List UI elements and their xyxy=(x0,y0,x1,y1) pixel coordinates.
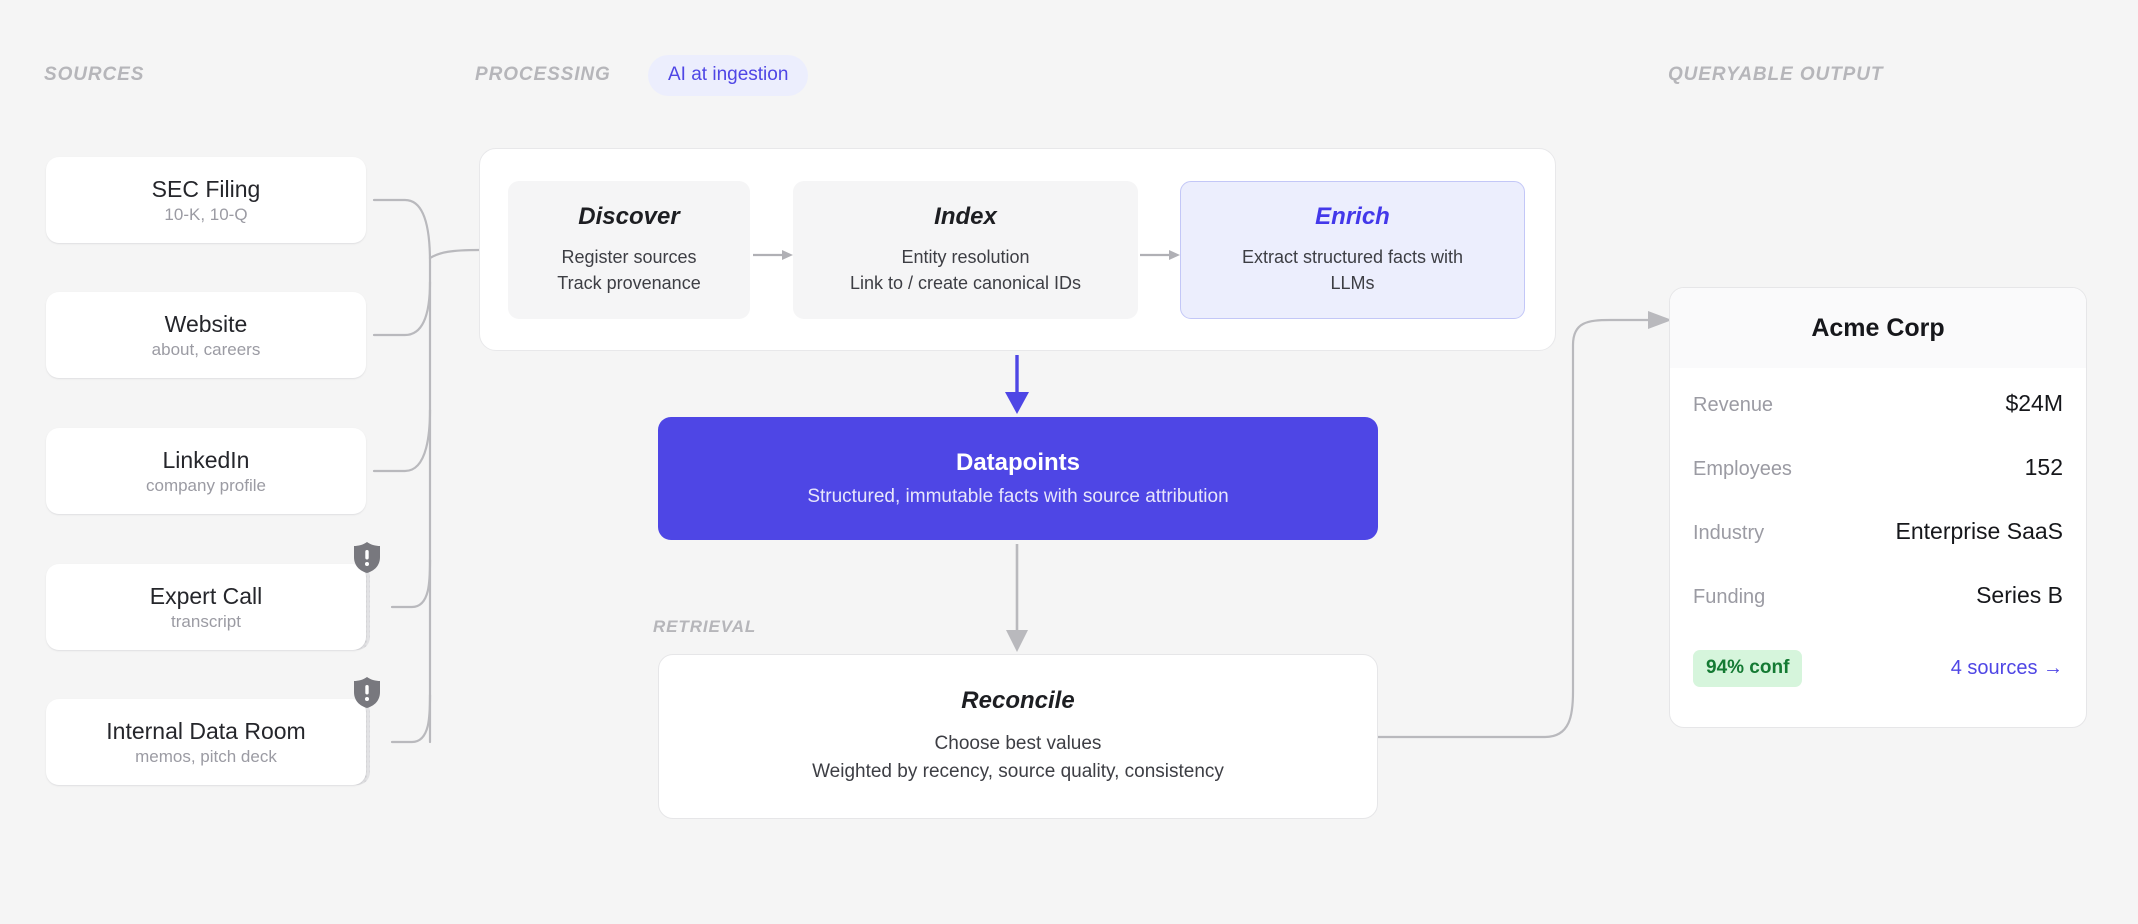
datapoints-subtitle: Structured, immutable facts with source … xyxy=(807,486,1229,507)
wire-source-5 xyxy=(390,693,432,744)
processing-pipeline-frame: Discover Register sources Track provenan… xyxy=(479,148,1556,351)
field-value: $24M xyxy=(2005,390,2063,416)
arrow-right-icon xyxy=(1140,250,1180,260)
source-card-sec-filing[interactable]: SEC Filing 10-K, 10-Q xyxy=(46,157,366,243)
source-subtitle: transcript xyxy=(171,611,241,631)
source-title: SEC Filing xyxy=(151,175,261,202)
output-card-header: Acme Corp xyxy=(1670,288,2086,368)
output-row-funding: Funding Series B xyxy=(1693,582,2063,646)
source-subtitle: 10-K, 10-Q xyxy=(164,204,248,224)
field-label: Revenue xyxy=(1693,394,1774,416)
section-label-retrieval: RETRIEVAL xyxy=(653,617,757,636)
reconcile-box[interactable]: Reconcile Choose best values Weighted by… xyxy=(658,654,1378,819)
section-label-processing: PROCESSING xyxy=(475,64,611,85)
pipeline-stage-index[interactable]: Index Entity resolution Link to / create… xyxy=(793,181,1138,319)
wire-source-2 xyxy=(372,280,432,337)
source-title: Expert Call xyxy=(149,582,263,609)
arrow-datapoints-to-reconcile xyxy=(1006,544,1028,652)
field-value: Enterprise SaaS xyxy=(1895,518,2063,544)
stage-line: Extract structured facts with xyxy=(1241,247,1464,268)
reconcile-title: Reconcile xyxy=(961,686,1075,714)
field-label: Industry xyxy=(1693,522,1765,544)
arrow-right-icon xyxy=(753,250,793,260)
source-card-linkedin[interactable]: LinkedIn company profile xyxy=(46,428,366,514)
stage-title: Discover xyxy=(578,203,680,231)
output-row-revenue: Revenue $24M xyxy=(1693,390,2063,454)
confidence-badge: 94% conf xyxy=(1693,650,1803,687)
section-label-sources: SOURCES xyxy=(44,64,145,85)
stage-line: Entity resolution xyxy=(901,247,1030,268)
output-card-footer: 94% conf 4 sources → xyxy=(1670,646,2086,687)
stage-title: Enrich xyxy=(1315,203,1390,231)
source-subtitle: about, careers xyxy=(151,339,261,359)
datapoints-title: Datapoints xyxy=(955,449,1080,476)
field-value: Series B xyxy=(1976,582,2063,608)
queryable-output-card[interactable]: Acme Corp Revenue $24M Employees 152 Ind… xyxy=(1669,287,2087,728)
source-card-website[interactable]: Website about, careers xyxy=(46,292,366,378)
source-subtitle: memos, pitch deck xyxy=(135,746,277,766)
stage-title: Index xyxy=(934,203,997,231)
source-title: Website xyxy=(164,310,248,337)
shield-alert-icon xyxy=(354,542,380,573)
datapoints-banner[interactable]: Datapoints Structured, immutable facts w… xyxy=(658,417,1378,540)
wire-reconcile-to-output xyxy=(1376,318,1650,739)
ai-at-ingestion-badge: AI at ingestion xyxy=(648,55,809,96)
field-label: Employees xyxy=(1693,458,1792,480)
section-label-queryable-output: QUERYABLE OUTPUT xyxy=(1668,64,1884,85)
wire-trunk-to-pipeline xyxy=(428,248,481,260)
source-title: LinkedIn xyxy=(162,446,250,473)
wire-source-3 xyxy=(372,408,432,473)
output-field-list: Revenue $24M Employees 152 Industry Ente… xyxy=(1670,368,2086,646)
field-label: Funding xyxy=(1693,586,1766,608)
output-row-employees: Employees 152 xyxy=(1693,454,2063,518)
wire-source-4 xyxy=(390,558,432,609)
stage-line: Link to / create canonical IDs xyxy=(849,273,1082,293)
source-subtitle: company profile xyxy=(145,475,266,495)
stage-line: Register sources xyxy=(561,247,697,268)
sources-link[interactable]: 4 sources → xyxy=(1950,657,2063,679)
output-row-industry: Industry Enterprise SaaS xyxy=(1693,518,2063,582)
stage-line: Track provenance xyxy=(557,273,701,293)
reconcile-line: Choose best values xyxy=(934,732,1102,754)
source-card-expert-call[interactable]: Expert Call transcript xyxy=(46,564,366,650)
arrow-pipeline-to-datapoints xyxy=(1005,355,1029,414)
pipeline-stage-enrich[interactable]: Enrich Extract structured facts with LLM… xyxy=(1180,181,1525,319)
pipeline-stage-discover[interactable]: Discover Register sources Track provenan… xyxy=(508,181,750,319)
reconcile-line: Weighted by recency, source quality, con… xyxy=(812,761,1224,782)
wire-source-1 xyxy=(372,198,432,264)
field-value: 152 xyxy=(2024,454,2063,480)
shield-alert-icon xyxy=(354,677,380,708)
source-title: Internal Data Room xyxy=(106,717,306,744)
stage-line: LLMs xyxy=(1330,273,1375,293)
company-name: Acme Corp xyxy=(1811,313,1945,342)
source-card-internal-data-room[interactable]: Internal Data Room memos, pitch deck xyxy=(46,699,366,785)
